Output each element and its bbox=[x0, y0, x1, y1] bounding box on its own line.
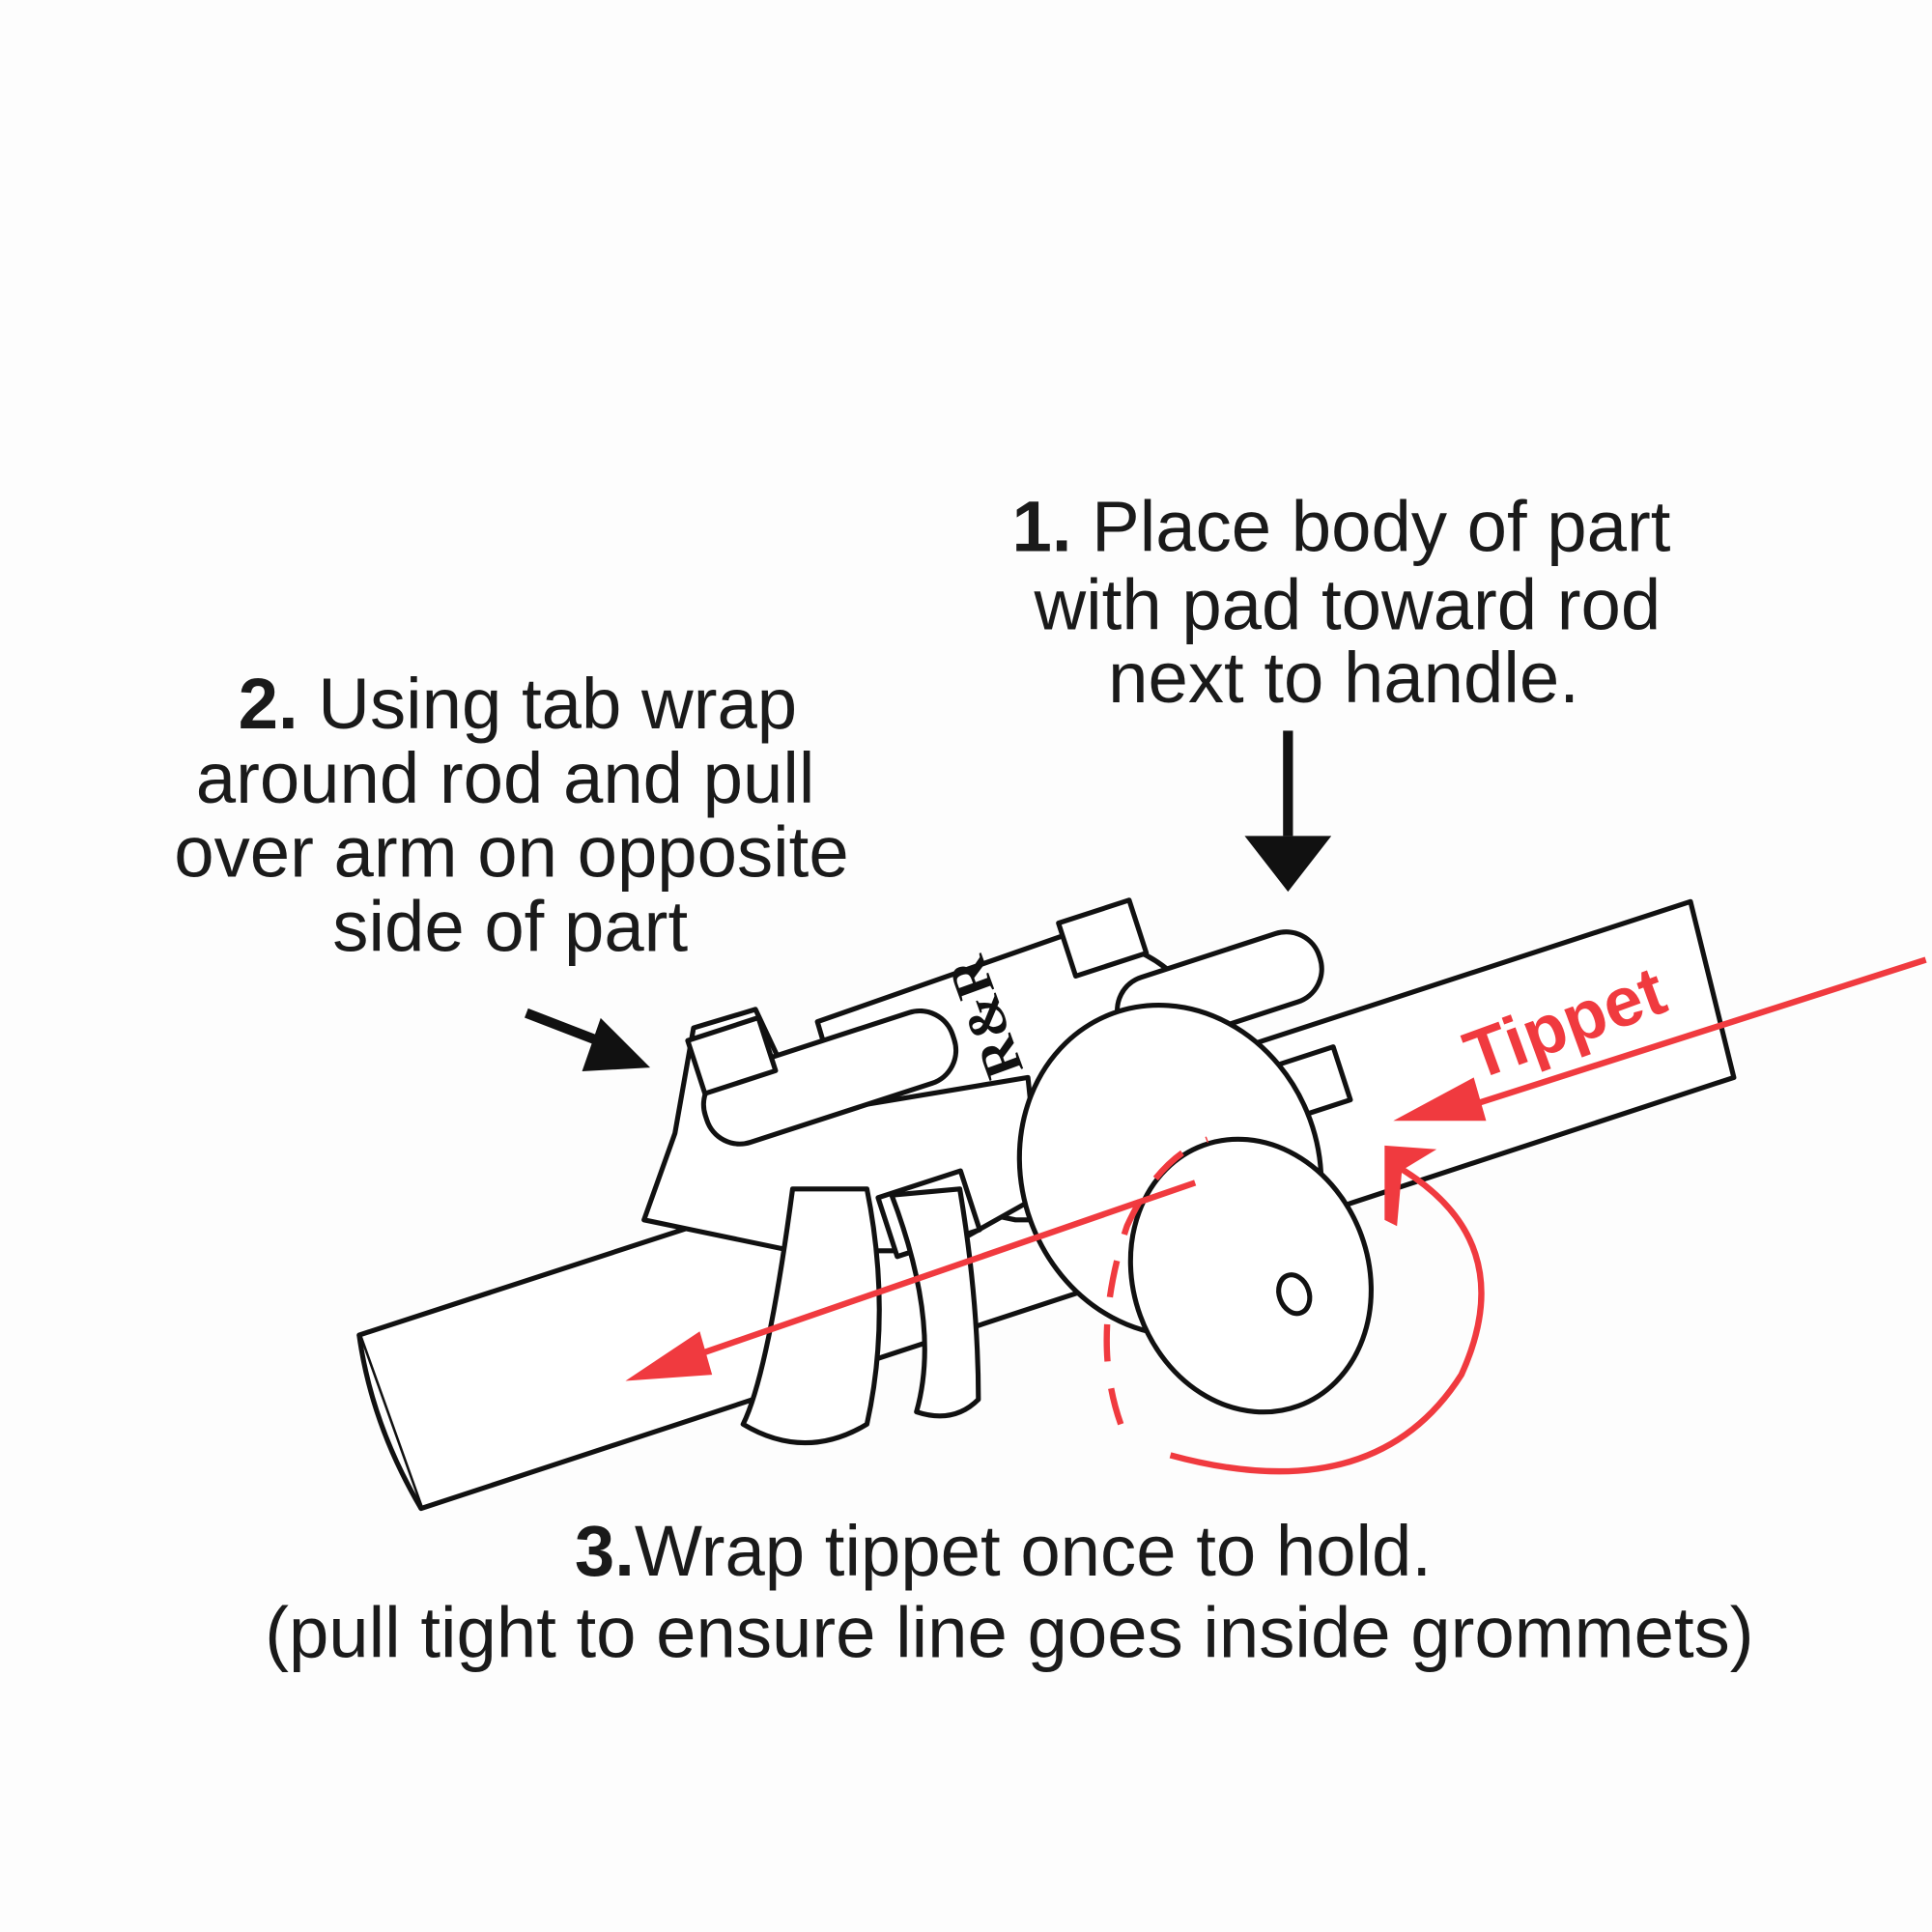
step1-line: next to handle. bbox=[1108, 638, 1579, 718]
arrow-step1 bbox=[1244, 730, 1332, 893]
step2-line: Using tab wrap bbox=[318, 664, 797, 744]
step3-text: 3.Wrap tippet once to hold. (pull tight … bbox=[265, 1511, 1753, 1673]
step3-line: (pull tight to ensure line goes inside g… bbox=[265, 1592, 1753, 1672]
step1-line: with pad toward rod bbox=[1033, 564, 1661, 644]
rod-keeper-device: R&R bbox=[641, 897, 1374, 1446]
step1-line: Place body of part bbox=[1092, 487, 1671, 567]
step2-number: 2. bbox=[239, 664, 298, 744]
step2-line: side of part bbox=[332, 887, 688, 967]
tippet-arrowhead-out bbox=[625, 1331, 713, 1381]
tippet-arrowhead-in bbox=[1393, 1077, 1487, 1122]
step1-text: 1. Place body of part with pad toward ro… bbox=[1011, 487, 1670, 718]
step2-line: around rod and pull bbox=[196, 738, 815, 818]
step2-line: over arm on opposite bbox=[174, 812, 848, 893]
arrow-step2 bbox=[525, 1008, 651, 1071]
svg-text:2. Using tab wrap: 2. Using tab wrap bbox=[239, 664, 798, 744]
step1-number: 1. bbox=[1011, 487, 1071, 567]
step3-number: 3. bbox=[575, 1511, 635, 1591]
step3-line: Wrap tippet once to hold. bbox=[635, 1511, 1432, 1591]
svg-text:3.Wrap tippet once to hold.: 3.Wrap tippet once to hold. bbox=[575, 1511, 1432, 1591]
step2-text: 2. Using tab wrap around rod and pull ov… bbox=[174, 664, 848, 967]
svg-text:1. Place body of part: 1. Place body of part bbox=[1011, 487, 1670, 567]
